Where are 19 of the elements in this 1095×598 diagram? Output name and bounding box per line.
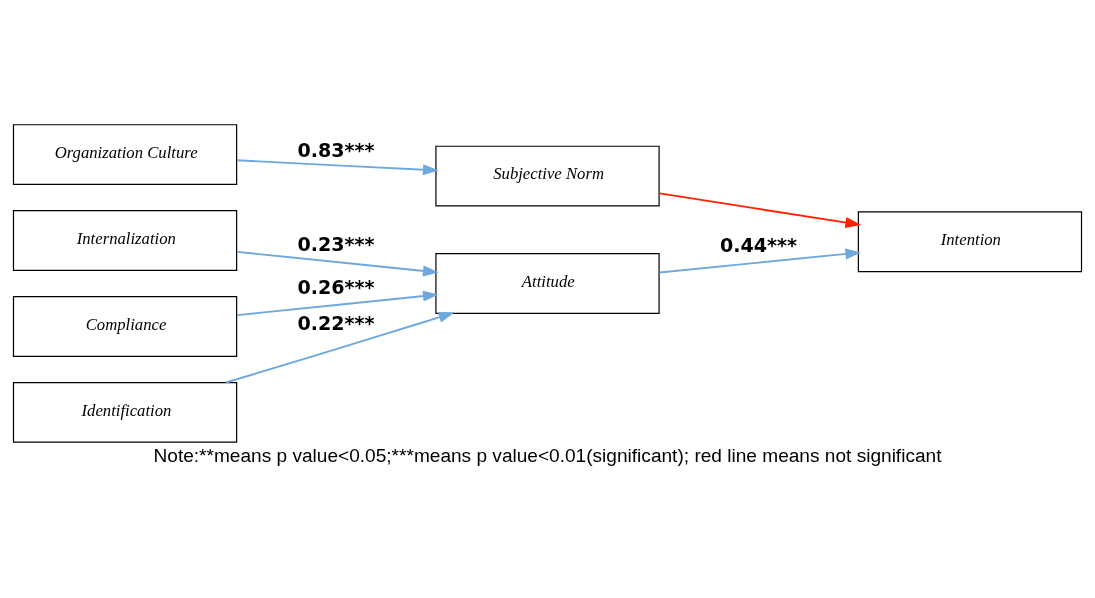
edge-label: 0.23***	[297, 233, 375, 257]
caption: Note:**means p value<0.05;***means p value<0.01(significant); red line means not significant	[153, 445, 942, 467]
node-box: Intention	[857, 211, 1083, 273]
node-box: Internalization	[12, 210, 238, 271]
edge-label: 0.83***	[297, 138, 375, 162]
arrow	[236, 159, 439, 176]
node-box: Compliance	[12, 296, 238, 357]
arrow	[658, 192, 862, 228]
node-box: Identification	[12, 381, 238, 443]
arrow	[224, 311, 455, 384]
edge-label: 0.22***	[297, 311, 375, 335]
arrow	[658, 248, 862, 274]
node-box: Organization Culture	[12, 124, 238, 186]
arrow	[236, 290, 439, 317]
edge-label: 0.26***	[297, 275, 375, 299]
edge-label: 0.44***	[719, 234, 797, 258]
arrow	[236, 250, 439, 277]
node-box: Attitude	[435, 253, 660, 314]
node-box: Subjective Norm	[435, 145, 660, 207]
